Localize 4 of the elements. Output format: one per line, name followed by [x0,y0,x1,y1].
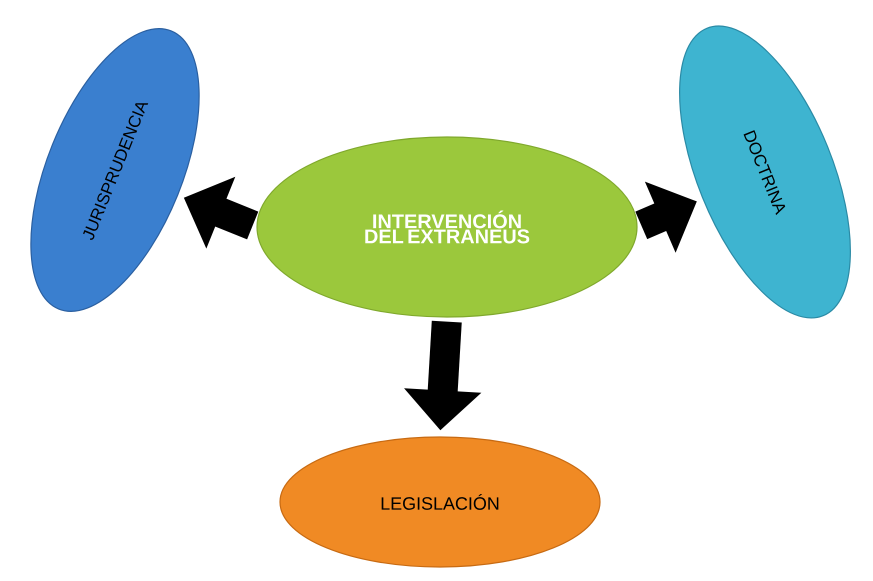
node-label: LEGISLACIÓN [382,494,498,510]
ellipse-node [256,136,638,318]
ellipse-node [279,436,601,568]
node-label: INTERVENCIÓN DEL EXTRANEUS [365,210,530,244]
